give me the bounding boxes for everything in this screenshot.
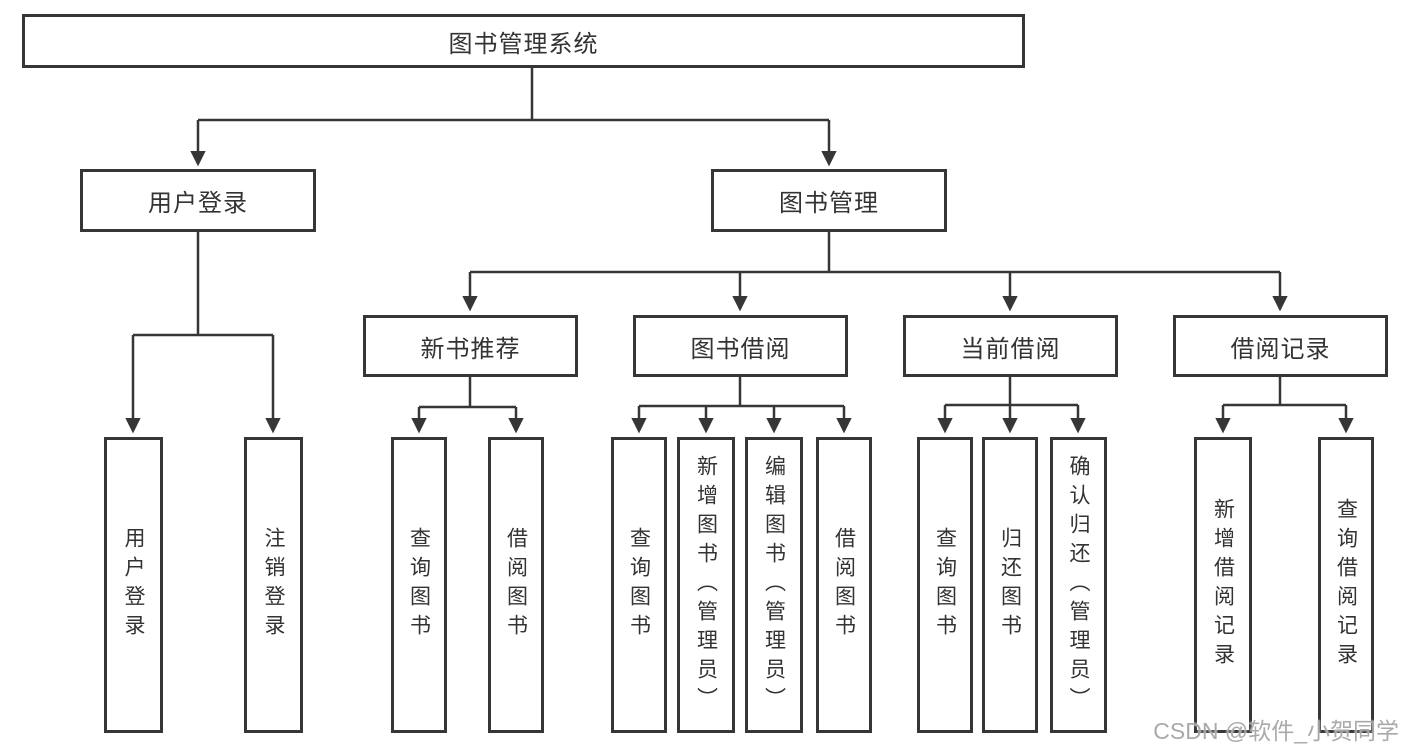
- leaf-query-books-current: 查询图书: [917, 437, 973, 733]
- node-book-borrowing: 图书借阅: [633, 315, 848, 377]
- node-current-borrowing: 当前借阅: [903, 315, 1118, 377]
- leaf-logout: 注销登录: [244, 437, 303, 733]
- leaf-query-borrow-record: 查询借阅记录: [1318, 437, 1374, 733]
- leaf-borrow-books-borrowing: 借阅图书: [816, 437, 872, 733]
- leaf-query-books-recommend: 查询图书: [391, 437, 447, 733]
- leaf-confirm-return-admin: 确认归还（管理员）: [1050, 437, 1107, 733]
- leaf-borrow-books-recommend: 借阅图书: [488, 437, 544, 733]
- node-user-login-branch: 用户登录: [80, 169, 316, 232]
- node-borrowing-records: 借阅记录: [1173, 315, 1388, 377]
- node-new-book-recommendation: 新书推荐: [363, 315, 578, 377]
- leaf-return-books: 归还图书: [982, 437, 1038, 733]
- node-library-management-system: 图书管理系统: [22, 14, 1025, 68]
- leaf-add-books-admin: 新增图书（管理员）: [677, 437, 735, 733]
- leaf-user-login: 用户登录: [104, 437, 163, 733]
- leaf-query-books-borrowing: 查询图书: [611, 437, 667, 733]
- leaf-edit-books-admin: 编辑图书（管理员）: [745, 437, 803, 733]
- leaf-add-borrow-record: 新增借阅记录: [1194, 437, 1252, 733]
- watermark-text: CSDN @软件_小贺同学: [1153, 718, 1399, 744]
- node-book-management: 图书管理: [711, 169, 947, 232]
